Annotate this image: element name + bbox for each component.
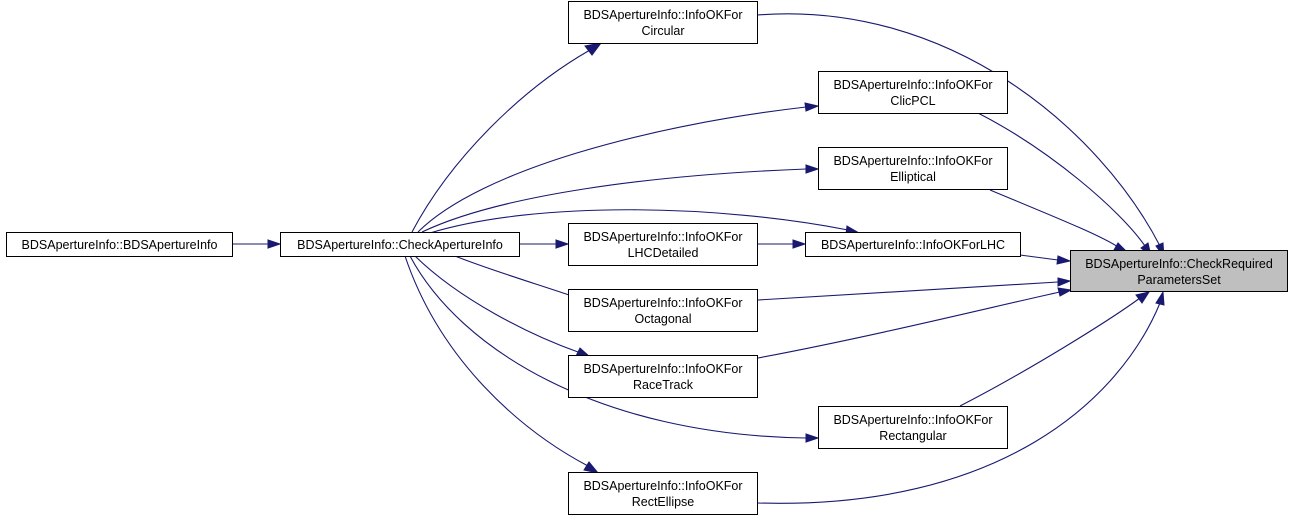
node-box [568,1,758,44]
edge-check-to-lhc [429,209,849,234]
node-label-line1: BDSApertureInfo::InfoOKFor [833,78,992,92]
node-label-line2: RectEllipse [632,495,695,509]
edge-check-to-circular-arrowhead [584,42,603,56]
node-info-ok-for-rectellipse[interactable]: BDSApertureInfo::InfoOKFor RectEllipse [568,472,758,515]
edge-check-to-rectangular [409,255,807,439]
node-info-ok-for-racetrack[interactable]: BDSApertureInfo::InfoOKFor RaceTrack [568,355,758,398]
edge-check-to-racetrack [414,255,579,353]
node-label-line1: BDSApertureInfo::InfoOKFor [583,296,742,310]
node-box [568,223,758,266]
edge-clicpcl-to-required [977,112,1146,247]
node-label-line1: BDSApertureInfo::InfoOKFor [833,413,992,427]
node-box [1070,250,1288,292]
node-label-line1: BDSApertureInfo::InfoOKFor [583,230,742,244]
edge-check-to-rectangular-arrowhead [805,433,820,443]
node-label-line1: BDSApertureInfo::InfoOKFor [583,479,742,493]
edge-octagonal-to-required-arrowhead [1057,277,1072,287]
edge-racetrack-to-required [757,291,1061,359]
node-label-line1: BDSApertureInfo::InfoOKFor [583,362,742,376]
edge-check-to-clicpcl [417,106,807,233]
edge-circular-to-required [756,13,1161,247]
node-box [818,147,1008,190]
edge-rectellipse-to-required-arrowhead [1155,290,1165,306]
node-label-line2: Rectangular [879,429,946,443]
node-label-line1: BDSApertureInfo::InfoOKFor [583,8,742,22]
edge-elliptical-to-required [989,189,1119,248]
edge-check-to-clicpcl-arrowhead [804,102,820,112]
edge-lhc-to-required [1019,254,1059,261]
node-label-line1: BDSApertureInfo::InfoOKFor [833,154,992,168]
edge-check-to-rectellipse [404,255,589,467]
node-box [280,232,520,257]
node-box [568,355,758,398]
node-info-ok-for-lhcdetailed[interactable]: BDSApertureInfo::InfoOKFor LHCDetailed [568,223,758,266]
node-label: BDSApertureInfo::CheckApertureInfo [297,238,503,252]
node-info-ok-for-octagonal[interactable]: BDSApertureInfo::InfoOKFor Octagonal [568,289,758,332]
node-box [805,232,1021,257]
node-bdsapertureinfo-constructor[interactable]: BDSApertureInfo::BDSApertureInfo [6,232,233,257]
edge-check-to-octagonal [454,255,573,297]
node-box [568,289,758,332]
edge-octagonal-to-required [757,281,1059,301]
node-label-line2: Circular [641,24,684,38]
node-label-line2: ParametersSet [1137,273,1221,287]
node-label-line2: ClicPCL [890,94,935,108]
node-label: BDSApertureInfo::InfoOKForLHC [821,238,1005,252]
edge-check-to-rectellipse-arrowhead [583,461,600,474]
edge-rectellipse-to-required [757,302,1161,504]
edges [233,13,1165,504]
node-info-ok-for-rectangular[interactable]: BDSApertureInfo::InfoOKFor Rectangular [818,406,1008,449]
node-info-ok-for-lhc[interactable]: BDSApertureInfo::InfoOKForLHC [805,232,1021,257]
node-label-line2: Elliptical [890,170,936,184]
edge-racetrack-to-required-arrowhead [1057,287,1073,297]
edge-check-to-circular [411,49,591,233]
node-label-line1: BDSApertureInfo::CheckRequired [1085,257,1273,271]
node-box [568,472,758,515]
nodes: BDSApertureInfo::BDSApertureInfo BDSAper… [6,1,1288,515]
edge-check-to-elliptical-arrowhead [805,164,820,174]
edge-lhcdetailed-to-lhc-arrowhead [792,239,807,249]
node-box [818,71,1008,114]
node-label-line2: Octagonal [635,312,692,326]
edge-rectangular-to-required [959,297,1141,407]
node-label: BDSApertureInfo::BDSApertureInfo [22,238,218,252]
node-info-ok-for-elliptical[interactable]: BDSApertureInfo::InfoOKFor Elliptical [818,147,1008,190]
edge-lhc-to-required-arrowhead [1056,255,1072,265]
edge-check-to-elliptical [421,168,807,233]
edge-ctor-to-check-arrowhead [267,239,282,249]
node-label-line2: LHCDetailed [628,246,699,260]
node-label-line2: RaceTrack [633,378,694,392]
edge-rectangular-to-required-arrowhead [1135,291,1151,304]
node-info-ok-for-circular[interactable]: BDSApertureInfo::InfoOKFor Circular [568,1,758,44]
node-box [6,232,233,257]
node-check-aperture-info[interactable]: BDSApertureInfo::CheckApertureInfo [280,232,520,257]
node-check-required-parameters-set[interactable]: BDSApertureInfo::CheckRequired Parameter… [1070,250,1288,292]
node-info-ok-for-clicpcl[interactable]: BDSApertureInfo::InfoOKFor ClicPCL [818,71,1008,114]
edge-check-to-lhcdetailed-arrowhead [555,239,570,249]
node-box [818,406,1008,449]
